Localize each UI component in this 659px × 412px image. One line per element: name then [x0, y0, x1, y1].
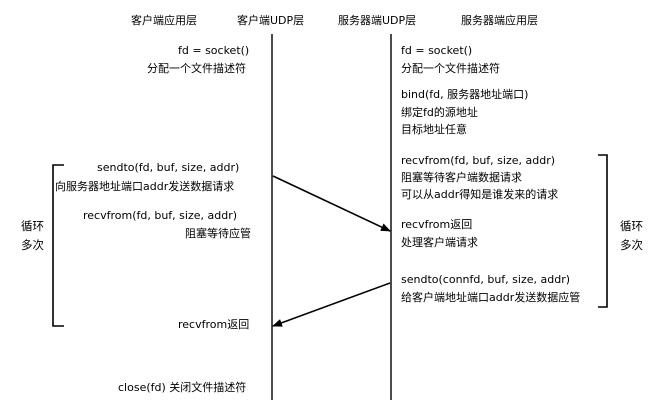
header-server-app: 服务器端应用层	[461, 13, 538, 27]
response-arrow	[272, 282, 391, 327]
client-loop-bracket	[52, 164, 64, 327]
server-loop-label-1: 循环	[620, 219, 643, 233]
client-loop-label-2: 多次	[21, 238, 44, 252]
server-bind-desc1: 绑定fd的源地址	[401, 105, 478, 119]
server-loop-label-2: 多次	[620, 238, 643, 252]
client-close-call: close(fd) 关闭文件描述符	[118, 380, 246, 394]
server-loop-bracket	[598, 154, 608, 308]
server-recvfrom-call: recvfrom(fd, buf, size, addr)	[401, 154, 555, 167]
server-sendto-call: sendto(connfd, buf, size, addr)	[401, 273, 570, 286]
server-recvfrom-desc1: 阻塞等待客户端数据请求	[401, 170, 522, 184]
server-recvfrom-return: recvfrom返回	[401, 218, 472, 231]
server-socket-desc: 分配一个文件描述符	[401, 61, 500, 75]
server-process: 处理客户端请求	[401, 235, 478, 249]
client-recvfrom-return: recvfrom返回	[178, 318, 249, 331]
client-loop-label-1: 循环	[21, 219, 44, 233]
server-bind-desc2: 目标地址任意	[401, 122, 467, 136]
server-sendto-desc: 给客户端地址端口addr发送数据应管	[401, 290, 580, 304]
client-sendto-desc: 向服务器地址端口addr发送数据请求	[55, 179, 234, 193]
header-server-udp: 服务器端UDP层	[338, 14, 416, 27]
request-arrow	[272, 175, 391, 232]
header-client-app: 客户端应用层	[131, 13, 197, 27]
client-sendto-call: sendto(fd, buf, size, addr)	[97, 161, 239, 174]
client-socket-desc: 分配一个文件描述符	[147, 61, 246, 75]
server-recvfrom-desc2: 可以从addr得知是谁发来的请求	[401, 187, 558, 201]
server-bind-call: bind(fd, 服务器地址端口)	[401, 87, 528, 101]
server-socket-call: fd = socket()	[401, 44, 472, 57]
header-client-udp: 客户端UDP层	[237, 13, 304, 27]
client-recvfrom-desc: 阻塞等待应管	[185, 226, 251, 240]
client-recvfrom-call: recvfrom(fd, buf, size, addr)	[83, 209, 237, 222]
client-socket-call: fd = socket()	[178, 44, 249, 57]
